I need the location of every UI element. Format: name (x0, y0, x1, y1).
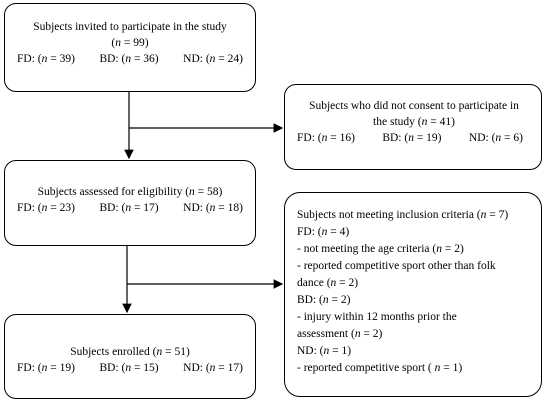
excluded-line: - reported competitive sport other than … (297, 260, 496, 272)
eligibility-box: Subjects assessed for eligibility (n = 5… (4, 160, 256, 246)
enrolled-fd: FD: (n = 19) (17, 362, 75, 374)
excluded-line: FD: (n = 4) (297, 226, 350, 238)
excluded-box: Subjects not meeting inclusion criteria … (284, 192, 542, 397)
enrolled-bd: BD: (n = 15) (99, 362, 159, 374)
no-consent-bd: BD: (n = 19) (382, 132, 442, 144)
excluded-line: - injury within 12 months prior the (297, 311, 457, 323)
invited-nd: ND: (n = 24) (183, 53, 243, 65)
eligibility-nd: ND: (n = 18) (183, 202, 243, 214)
eligibility-fd: FD: (n = 23) (17, 202, 75, 214)
excluded-line: - not meeting the age criteria (n = 2) (297, 243, 464, 255)
eligibility-bd: BD: (n = 17) (99, 202, 159, 214)
eligibility-groups: FD: (n = 23) BD: (n = 17) ND: (n = 18) (17, 200, 243, 216)
invited-fd: FD: (n = 39) (17, 53, 75, 65)
enrolled-box: Subjects enrolled (n = 51) FD: (n = 19) … (4, 314, 256, 399)
excluded-line: - reported competitive sport ( n = 1) (297, 362, 463, 374)
excluded-line: ND: (n = 1) (297, 345, 352, 357)
excluded-line: Subjects not meeting inclusion criteria … (297, 209, 509, 221)
no-consent-box: Subjects who did not consent to particip… (284, 84, 542, 170)
eligibility-title: Subjects assessed for eligibility (n = 5… (37, 186, 223, 198)
enrolled-groups: FD: (n = 19) BD: (n = 15) ND: (n = 17) (17, 360, 243, 376)
no-consent-nd: ND: (n = 6) (468, 132, 523, 144)
invited-total: (n = 99) (111, 37, 149, 49)
invited-box: Subjects invited to participate in the s… (4, 3, 256, 92)
enrolled-nd: ND: (n = 17) (183, 362, 243, 374)
excluded-line: assessment (n = 2) (297, 328, 383, 340)
invited-title: Subjects invited to participate in the s… (33, 21, 227, 33)
no-consent-title-line1: Subjects who did not consent to particip… (309, 100, 519, 112)
no-consent-title-line2: the study (n = 41) (373, 116, 455, 128)
excluded-lines: Subjects not meeting inclusion criteria … (297, 207, 531, 377)
no-consent-groups: FD: (n = 16) BD: (n = 19) ND: (n = 6) (297, 130, 531, 146)
enrolled-title: Subjects enrolled (n = 51) (70, 346, 190, 358)
excluded-line: dance (n = 2) (297, 277, 359, 289)
no-consent-fd: FD: (n = 16) (297, 132, 355, 144)
excluded-line: BD: (n = 2) (297, 294, 351, 306)
invited-groups: FD: (n = 39) BD: (n = 36) ND: (n = 24) (17, 51, 243, 67)
invited-bd: BD: (n = 36) (99, 53, 159, 65)
